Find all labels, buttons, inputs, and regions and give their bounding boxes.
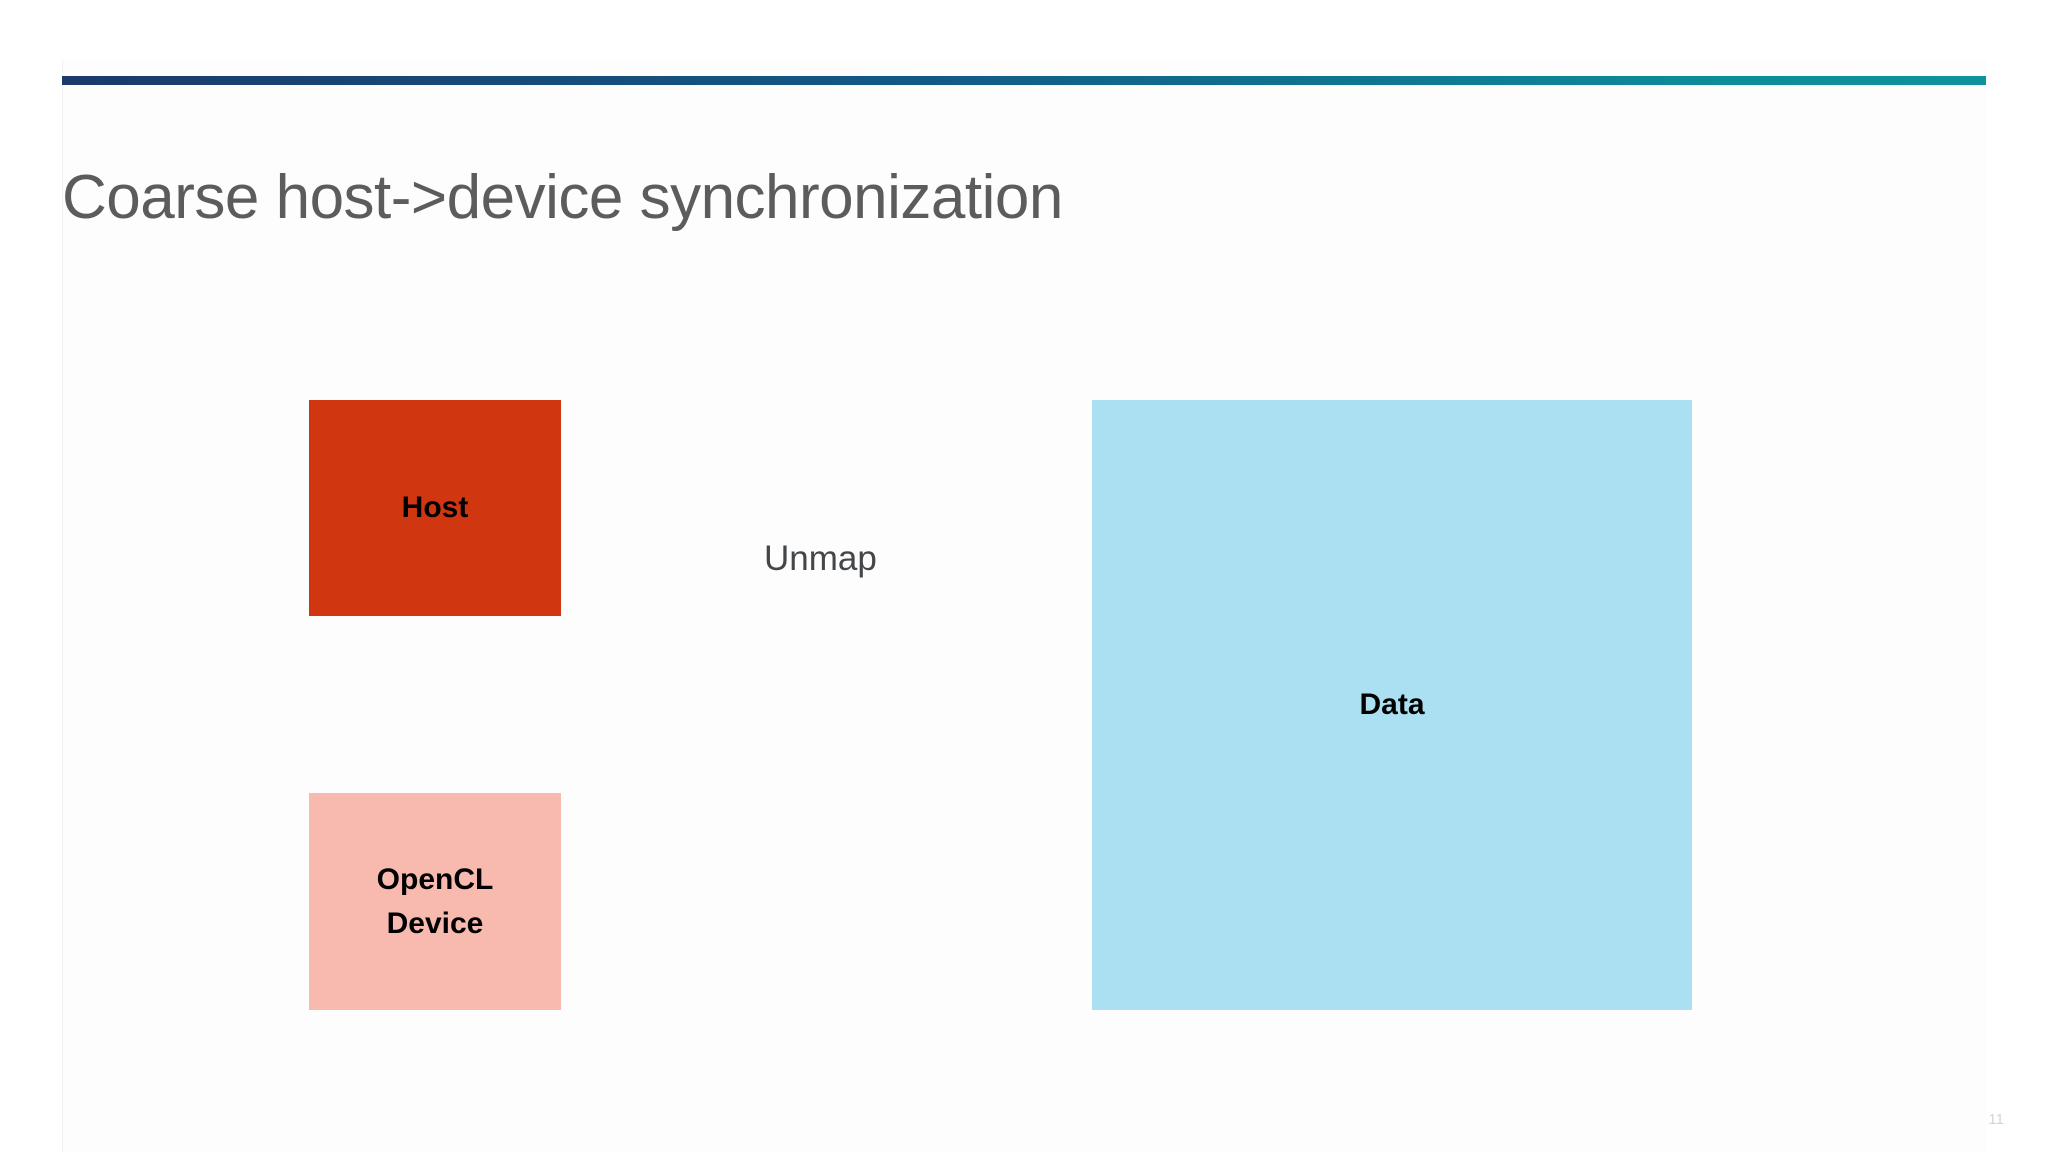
diagram-box-opencl-device-label: OpenCL Device: [377, 858, 494, 945]
diagram-box-host: Host: [309, 400, 561, 616]
diagram-box-opencl-device-label-line1: OpenCL: [376, 863, 494, 896]
diagram-box-opencl-device: OpenCL Device: [309, 793, 561, 1010]
diagram-box-host-label: Host: [401, 491, 469, 524]
slide-page-number: 11: [1988, 1111, 2004, 1128]
diagram-box-data: Data: [1092, 400, 1692, 1010]
diagram-annotation-unmap: Unmap: [764, 539, 877, 578]
title-accent-bar: [62, 76, 1986, 85]
diagram-box-opencl-device-label-line2: Device: [386, 906, 484, 940]
slide-title: Coarse host->device synchronization: [62, 162, 1063, 232]
diagram-box-data-label: Data: [1359, 688, 1425, 721]
